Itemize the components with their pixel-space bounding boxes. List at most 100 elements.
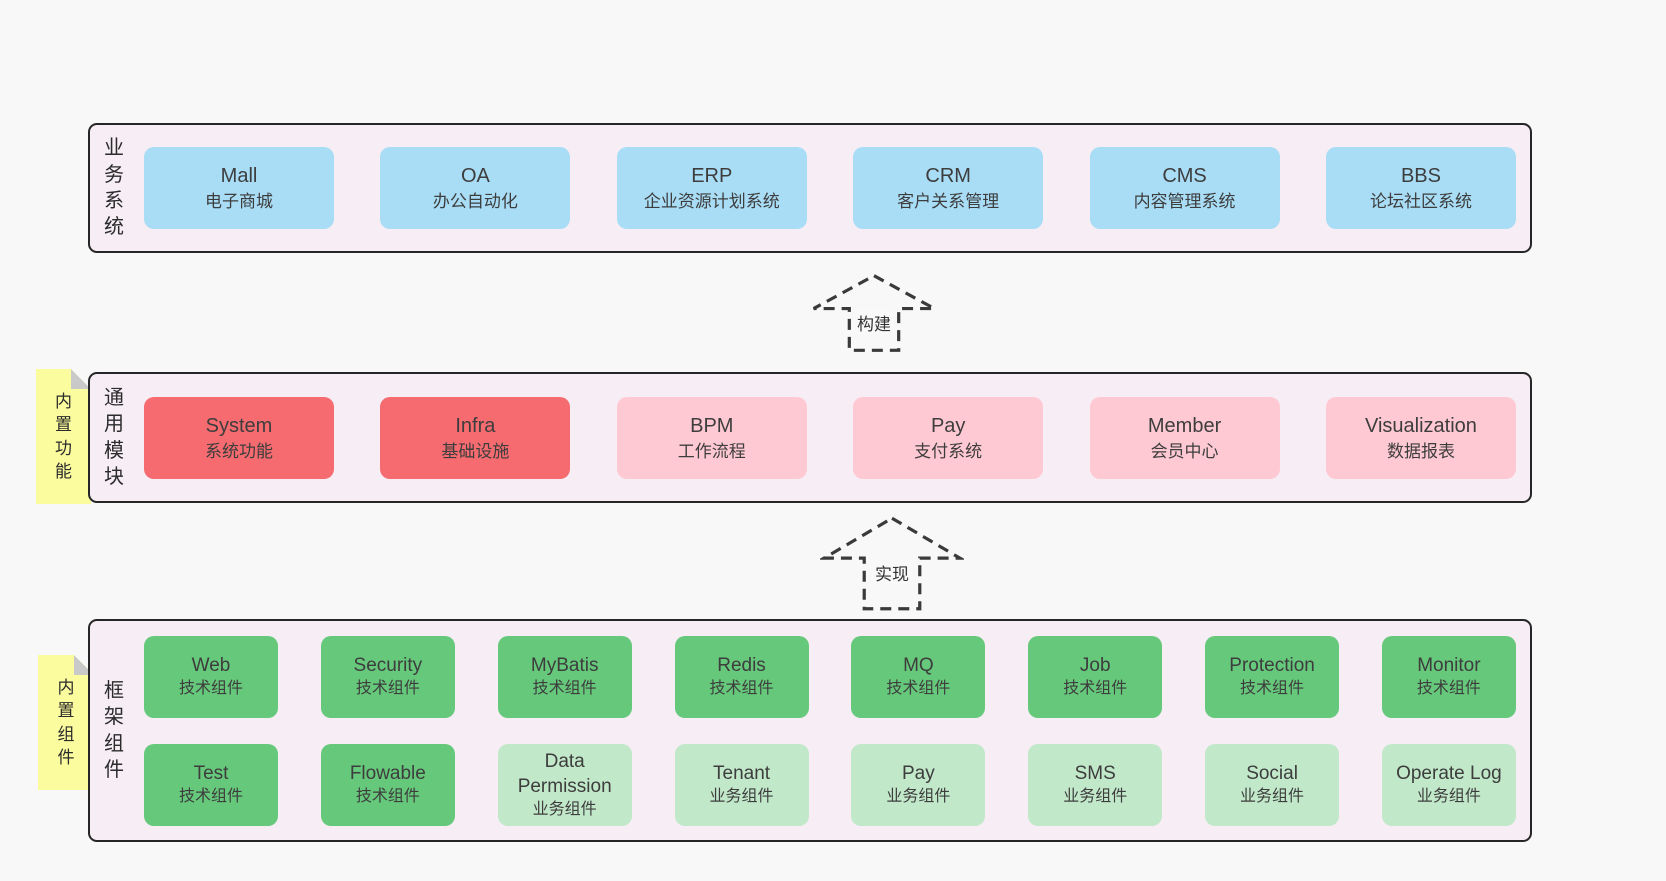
node-social: Social 业务组件 (1205, 743, 1340, 826)
node-subtitle: 技术组件 (178, 788, 243, 806)
node-title: BBS (1400, 165, 1441, 188)
node-flowable: Flowable 技术组件 (320, 743, 455, 826)
node-sms: SMS 业务组件 (1028, 743, 1163, 826)
node-title: Redis (717, 655, 766, 677)
build-arrow: 构建 (810, 273, 938, 353)
node-visualization: Visualization 数据报表 (1325, 396, 1516, 479)
node-subtitle: 电子商城 (205, 192, 273, 212)
framework-row-1: Web 技术组件 Security 技术组件 MyBatis 技术组件 Redi… (144, 635, 1516, 718)
node-security: Security 技术组件 (320, 635, 455, 718)
node-subtitle: 企业资源计划系统 (643, 192, 780, 212)
node-subtitle: 支付系统 (914, 441, 983, 461)
node-data-permission: Data Permission 业务组件 (497, 743, 632, 826)
node-subtitle: 技术组件 (1416, 680, 1481, 698)
framework-components-rows: Web 技术组件 Security 技术组件 MyBatis 技术组件 Redi… (126, 635, 1530, 826)
node-title: Visualization (1364, 414, 1477, 437)
node-title: MyBatis (530, 655, 599, 677)
node-title: CMS (1162, 165, 1207, 188)
node-title: BPM (690, 414, 734, 437)
node-subtitle: 业务组件 (1240, 788, 1305, 806)
business-systems-label: 业务系统 (104, 137, 124, 239)
up-arrow-icon (820, 515, 964, 612)
node-system: System 系统功能 (144, 396, 334, 479)
node-infra: Infra 基础设施 (380, 396, 571, 479)
node-title: Pay (902, 763, 935, 785)
node-job: Job 技术组件 (1028, 635, 1163, 718)
node-crm: CRM 客户关系管理 (853, 147, 1044, 229)
node-subtitle: 业务组件 (1416, 788, 1481, 806)
node-title: Pay (930, 414, 966, 437)
node-subtitle: 技术组件 (1063, 680, 1128, 698)
node-subtitle: 基础设施 (441, 441, 510, 461)
node-subtitle: 论坛社区系统 (1369, 192, 1472, 212)
node-title: System (205, 414, 273, 437)
node-subtitle: 业务组件 (532, 801, 597, 819)
build-arrow-label: 构建 (854, 310, 894, 335)
node-tenant: Tenant 业务组件 (674, 743, 809, 826)
node-member: Member 会员中心 (1089, 396, 1280, 479)
node-title: SMS (1074, 763, 1116, 785)
node-cms: CMS 内容管理系统 (1089, 147, 1280, 229)
node-subtitle: 客户关系管理 (897, 192, 1000, 212)
node-subtitle: 业务组件 (1063, 788, 1128, 806)
sticky-built-in-features: 内置功能 (36, 369, 91, 504)
node-mybatis: MyBatis 技术组件 (497, 635, 632, 718)
node-subtitle: 会员中心 (1150, 441, 1219, 461)
framework-row-2: Test 技术组件 Flowable 技术组件 Data Permission … (144, 743, 1516, 826)
node-subtitle: 业务组件 (709, 788, 774, 806)
node-title: Protection (1229, 655, 1315, 677)
node-title: Job (1079, 655, 1111, 677)
node-oa: OA 办公自动化 (380, 147, 571, 229)
node-operate-log: Operate Log 业务组件 (1381, 743, 1516, 826)
common-modules-panel: 通用模块 System 系统功能 Infra 基础设施 BPM 工作流程 Pay… (88, 372, 1532, 503)
implement-arrow: 实现 (820, 515, 964, 612)
node-title: Infra (455, 414, 496, 437)
node-pay-module: Pay 支付系统 (853, 396, 1044, 479)
common-modules-label: 通用模块 (104, 386, 124, 488)
node-test: Test 技术组件 (144, 743, 278, 826)
node-title: Social (1246, 763, 1298, 785)
node-title: MQ (903, 655, 934, 677)
node-title: Operate Log (1396, 763, 1502, 785)
sticky-label: 内置功能 (55, 391, 72, 481)
framework-components-panel: 框架组件 Web 技术组件 Security 技术组件 MyBatis 技术组件… (88, 619, 1532, 842)
up-arrow-icon (810, 273, 938, 353)
node-erp: ERP 企业资源计划系统 (616, 147, 807, 229)
node-subtitle: 内容管理系统 (1133, 192, 1236, 212)
sticky-label: 内置组件 (57, 677, 75, 767)
node-title: Tenant (713, 763, 771, 785)
business-systems-boxes: Mall 电子商城 OA 办公自动化 ERP 企业资源计划系统 CRM 客户关系… (126, 147, 1530, 229)
node-redis: Redis 技术组件 (674, 635, 809, 718)
node-title: Member (1147, 414, 1222, 437)
node-title: CRM (925, 165, 971, 188)
node-title: ERP (691, 165, 733, 188)
node-title: Security (353, 655, 423, 677)
node-title: Mall (220, 165, 258, 188)
node-pay-component: Pay 业务组件 (851, 743, 986, 826)
node-title: Monitor (1417, 655, 1481, 677)
node-mall: Mall 电子商城 (144, 147, 334, 229)
node-subtitle: 技术组件 (709, 680, 774, 698)
node-subtitle: 数据报表 (1386, 441, 1455, 461)
node-subtitle: 系统功能 (205, 441, 273, 461)
node-subtitle: 技术组件 (886, 680, 951, 698)
node-bpm: BPM 工作流程 (616, 396, 807, 479)
node-title: OA (460, 165, 490, 188)
node-title: Flowable (349, 763, 426, 785)
node-subtitle: 技术组件 (178, 680, 243, 698)
node-subtitle: 技术组件 (1240, 680, 1305, 698)
node-title: Test (193, 763, 229, 785)
implement-arrow-label: 实现 (872, 560, 912, 585)
business-systems-panel: 业务系统 Mall 电子商城 OA 办公自动化 ERP 企业资源计划系统 CRM… (88, 123, 1532, 253)
node-subtitle: 办公自动化 (432, 192, 518, 212)
node-subtitle: 技术组件 (355, 680, 420, 698)
sticky-built-in-components: 内置组件 (38, 655, 94, 790)
node-subtitle: 技术组件 (355, 788, 420, 806)
node-web: Web 技术组件 (144, 635, 278, 718)
node-subtitle: 业务组件 (886, 788, 951, 806)
node-subtitle: 技术组件 (532, 680, 597, 698)
node-monitor: Monitor 技术组件 (1381, 635, 1516, 718)
node-protection: Protection 技术组件 (1205, 635, 1340, 718)
node-bbs: BBS 论坛社区系统 (1325, 147, 1516, 229)
